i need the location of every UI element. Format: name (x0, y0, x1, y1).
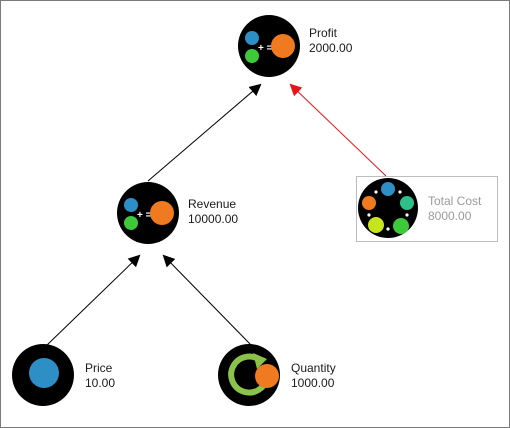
refresh-arrow-icon (218, 344, 280, 406)
selection-frame (356, 176, 498, 242)
link-quantity-revenue[interactable] (162, 254, 253, 347)
node-quantity-name: Quantity (291, 361, 336, 375)
node-revenue-value: 10000.00 (188, 212, 239, 226)
svg-text:+ =: + = (258, 43, 273, 54)
node-revenue-name: Revenue (188, 197, 237, 211)
node-price-name: Price (85, 361, 113, 375)
link-revenue-profit[interactable] (147, 83, 262, 182)
cycle-nodes-icon (358, 178, 418, 238)
circle-icon (12, 344, 74, 406)
node-total-cost-value: 8000.00 (428, 209, 472, 223)
link-price-revenue[interactable] (45, 254, 141, 347)
link-totalcost-profit[interactable] (289, 83, 387, 177)
node-total-cost-name: Total Cost (428, 194, 482, 208)
node-price-value: 10.00 (85, 376, 116, 390)
node-quantity-value: 1000.00 (291, 376, 335, 390)
formula-icon: + = (238, 15, 300, 77)
formula-icon: + = (117, 182, 179, 244)
svg-text:+ =: + = (137, 210, 152, 221)
node-profit-value: 2000.00 (309, 41, 353, 55)
node-profit-name: Profit (309, 26, 338, 40)
